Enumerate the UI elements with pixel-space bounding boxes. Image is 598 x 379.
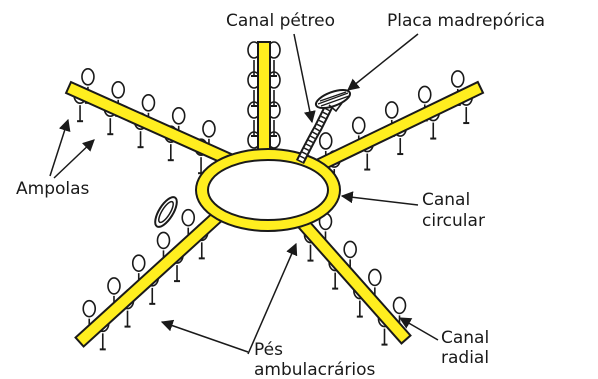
label-canal-circular-line2: circular [422,211,485,231]
arrow-ampolas-1 [49,118,71,177]
leader-arrows [49,33,439,355]
label-canal-circular-line1: Canal [422,190,470,210]
label-placa-madreporica: Placa madrepórica [387,11,545,31]
vesicula-poli [154,196,178,228]
arrow-canal-radial [398,317,439,341]
label-pes-line1: Pés [254,340,283,360]
arrow-pes-1 [160,319,249,353]
canal-radial-bottom-right-fill [292,212,410,343]
arrow-ampolas-2 [53,139,95,179]
arrow-canal-circular [340,191,419,206]
canal-radial-bottom-left-fill [76,210,224,346]
label-pes-line2: ambulacrários [254,360,376,379]
canal-petreo [295,101,335,165]
label-canal-radial-line2: radial [441,348,489,368]
arrow-pes-2 [247,242,298,355]
arrow-placa-madreporica [347,33,419,91]
arrow-canal-petreo [293,33,316,124]
label-canal-radial-line1: Canal [441,328,489,348]
label-canal-petreo: Canal pétreo [226,11,335,31]
canal-radial-right-fill [298,83,482,179]
canal-radial-left-fill [67,83,237,167]
label-ampolas: Ampolas [16,179,90,199]
placa-madreporica [314,88,352,113]
canais-radiais [64,41,485,348]
canal-circular [195,148,341,232]
